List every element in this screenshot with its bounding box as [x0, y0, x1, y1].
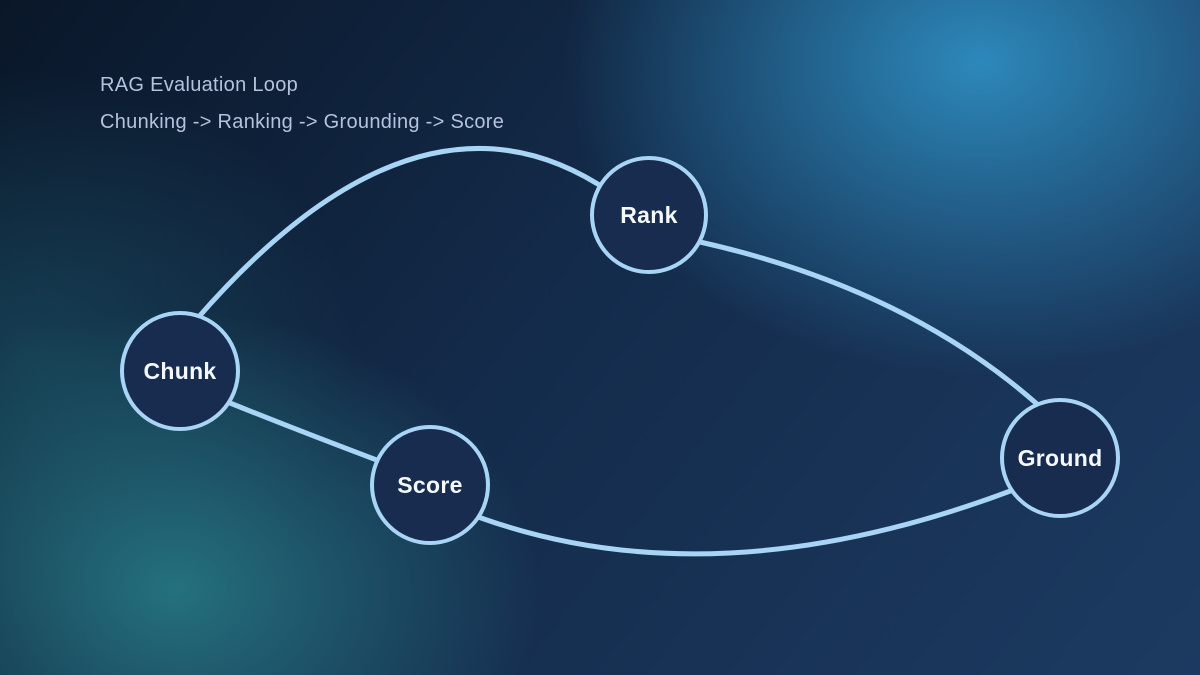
node-chunk-label: Chunk — [143, 358, 216, 384]
diagram-title: RAG Evaluation Loop — [100, 74, 299, 96]
edge-ground-score — [452, 487, 1016, 557]
heading-block: RAG Evaluation Loop Chunking -> Ranking … — [100, 74, 504, 134]
node-ground-circle — [1000, 398, 1120, 518]
node-score-label: Score — [397, 472, 462, 498]
node-score-circle — [370, 425, 490, 545]
node-score: Score — [370, 425, 490, 545]
diagram-subtitle: Chunking -> Ranking -> Grounding -> Scor… — [100, 111, 505, 133]
node-ground-label: Ground — [1018, 445, 1103, 471]
node-chunk: Chunk — [120, 311, 240, 431]
edge-rank-ground — [697, 239, 1040, 407]
node-rank-label: Rank — [620, 202, 677, 228]
node-rank-circle — [590, 156, 708, 274]
edge-score-chunk — [227, 400, 385, 465]
node-rank: Rank — [590, 156, 708, 274]
node-ground: Ground — [1000, 398, 1120, 518]
node-chunk-circle — [120, 311, 240, 431]
edge-chunk-rank — [193, 146, 613, 323]
